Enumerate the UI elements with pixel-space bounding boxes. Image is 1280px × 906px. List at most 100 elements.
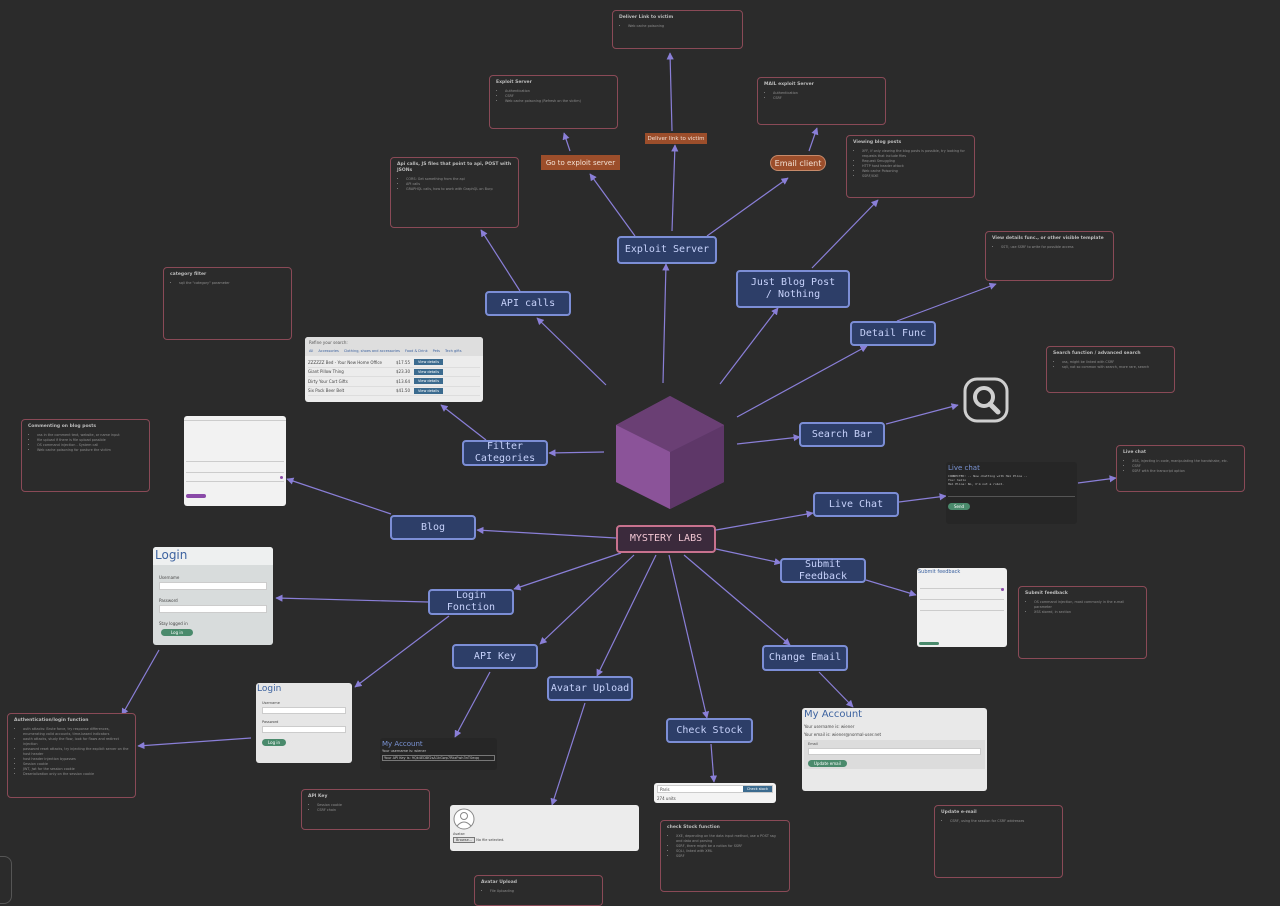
deliver-pill[interactable]: Deliver link to victim xyxy=(645,133,707,144)
note-item: SSRF, there might be a notion for SSRF xyxy=(676,844,783,849)
just-blog-node[interactable]: Just Blog Post / Nothing xyxy=(736,270,850,308)
live-chat-title: Live chat xyxy=(948,464,980,472)
my-account-line2: Your email is: wiener@normal-user.net xyxy=(804,732,882,737)
note-live-chat: Live chatXSS, injecting in code, manipul… xyxy=(1116,445,1245,492)
filter-category-link[interactable]: Clothing, shoes and accessories xyxy=(343,349,400,353)
edge-root-check xyxy=(668,554,710,719)
search-bar-node[interactable]: Search Bar xyxy=(799,422,885,447)
edge-root-change xyxy=(683,554,791,646)
edge-login2-auth xyxy=(137,737,252,750)
filter-category-link[interactable]: Pets xyxy=(432,349,440,353)
filter-categories-node[interactable]: Filter Categories xyxy=(462,440,548,466)
login2-password-input[interactable] xyxy=(262,726,346,733)
go-exploit-pill[interactable]: Go to exploit server xyxy=(541,155,620,170)
my-account-title: My Account xyxy=(804,709,863,720)
note-title: Update e-mail xyxy=(941,810,977,815)
update-email-button[interactable]: Update email xyxy=(808,760,847,767)
blog-node[interactable]: Blog xyxy=(390,515,476,540)
note-item: Deserialization only on the session cook… xyxy=(23,772,129,777)
product-price: $23.30 xyxy=(396,369,410,375)
note-item: XXE, depending on the data input method,… xyxy=(676,834,783,844)
note-list: Session cookieCSRF chain xyxy=(308,803,423,813)
check-stock-button[interactable]: Check stock xyxy=(742,786,772,792)
root-node[interactable]: MYSTERY LABS xyxy=(616,525,716,553)
note-item: Request Smuggling xyxy=(862,159,968,164)
submit-feedback-node[interactable]: Submit Feedback xyxy=(780,558,866,583)
view-details-button[interactable]: View details xyxy=(414,387,444,394)
note-item: sqli, not so common with search, more ra… xyxy=(1062,365,1168,370)
note-auth: Authentication/login functionauth attack… xyxy=(7,713,136,798)
edge-apikey-shot xyxy=(454,671,491,738)
note-item: SSTI, use SSRF to write for possible acc… xyxy=(1001,245,1107,250)
edge-avatar-shot xyxy=(550,702,586,806)
live-chat-node[interactable]: Live Chat xyxy=(813,492,899,517)
note-viewing-blog: Viewing blog postsXFF, if only viewing t… xyxy=(846,135,975,198)
note-check-stock: check Stock functionXXE, depending on th… xyxy=(660,820,790,892)
product-price: $17.55 xyxy=(396,359,410,365)
note-list: SSTI, use SSRF to write for possible acc… xyxy=(992,245,1107,250)
note-title: Api calls, JS files that point to api, P… xyxy=(397,162,512,173)
note-item: Authentication xyxy=(505,89,611,94)
login2-title: Login xyxy=(257,684,282,694)
note-list: CORS: Get something from the apiAPI call… xyxy=(397,177,512,192)
note-item: SSRF xyxy=(676,854,783,859)
note-update-email: Update e-mailCSRF, using the session for… xyxy=(934,805,1063,878)
avatar-label: Avatar: xyxy=(453,832,466,836)
login1-button[interactable]: Log in xyxy=(161,629,194,636)
exploit-server-node[interactable]: Exploit Server xyxy=(617,236,717,264)
note-item: sqli the "category" parameter xyxy=(179,281,285,286)
product-name: ZZZZZZ Bed - Your New Home Office xyxy=(308,359,383,365)
product-name: Six Pack Beer Belt xyxy=(308,388,345,394)
email-client-pill[interactable]: Email client xyxy=(770,155,826,171)
note-item: password reset attacks, try injecting th… xyxy=(23,747,129,757)
login2-username-label: Username xyxy=(262,701,280,705)
detail-func-node[interactable]: Detail Func xyxy=(850,321,936,346)
filter-category-link[interactable]: All xyxy=(309,349,314,353)
filter-category-link[interactable]: Accessories xyxy=(318,349,339,353)
note-view-details: View details func., or other visible tem… xyxy=(985,231,1114,281)
note-list: OS command injection, most commonly in t… xyxy=(1025,600,1140,615)
avatar-browse-button[interactable]: Browse... xyxy=(453,837,476,843)
login-function-node[interactable]: Login Fonction xyxy=(428,589,514,615)
edge-login-login2 xyxy=(354,615,450,688)
note-deliver: Deliver Link to victimWeb cache poisonin… xyxy=(612,10,743,49)
edge-exploit-goto xyxy=(589,173,636,237)
login1-username-input[interactable] xyxy=(159,582,267,590)
live-chat-send-button[interactable]: Send xyxy=(948,503,971,510)
offscreen-card-edge xyxy=(0,856,12,904)
note-item: SSRF with the transcript option xyxy=(1132,469,1238,474)
note-item: host header injection bypasses xyxy=(23,757,129,762)
note-title: API Key xyxy=(308,794,328,799)
api-key-screenshot: My Account Your username is: wiener Your… xyxy=(380,738,497,770)
login-screenshot-2: Login Username Password Log in xyxy=(256,683,352,763)
note-list: auth attacks: Brute force, try response … xyxy=(14,727,129,777)
api-key-node[interactable]: API Key xyxy=(452,644,538,669)
edge-cube-api xyxy=(536,317,607,386)
note-title: Deliver Link to victim xyxy=(619,15,674,20)
change-email-node[interactable]: Change Email xyxy=(762,645,848,671)
login1-password-input[interactable] xyxy=(159,605,267,613)
api-calls-node[interactable]: API calls xyxy=(485,291,571,316)
edge-api-note xyxy=(480,229,521,292)
login2-button[interactable]: Log in xyxy=(262,739,287,746)
filter-category-link[interactable]: Food & Drink xyxy=(404,349,428,353)
my-account-email-input[interactable] xyxy=(808,748,981,755)
note-item: Web cache poisoning for posture the vict… xyxy=(37,448,143,453)
view-details-button[interactable]: View details xyxy=(414,359,444,366)
note-item: API calls xyxy=(406,182,512,187)
login2-username-input[interactable] xyxy=(262,707,346,714)
avatar-placeholder-icon xyxy=(453,808,475,830)
edge-cube-exploit xyxy=(662,263,670,384)
view-details-button[interactable]: View details xyxy=(414,378,444,385)
filter-category-link[interactable]: Tech gifts xyxy=(445,349,462,353)
stock-location-select[interactable]: Paris xyxy=(660,786,670,792)
product-price: $41.50 xyxy=(396,388,410,394)
note-item: SQLi, linked with XML xyxy=(676,849,783,854)
login1-username-label: Username xyxy=(159,575,180,580)
avatar-upload-node[interactable]: Avatar Upload xyxy=(547,676,633,701)
check-stock-node[interactable]: Check Stock xyxy=(666,718,753,743)
note-list: xss in the comment text, website, or nam… xyxy=(28,433,143,453)
view-details-button[interactable]: View details xyxy=(414,368,444,375)
note-item: Session cookie xyxy=(317,803,423,808)
